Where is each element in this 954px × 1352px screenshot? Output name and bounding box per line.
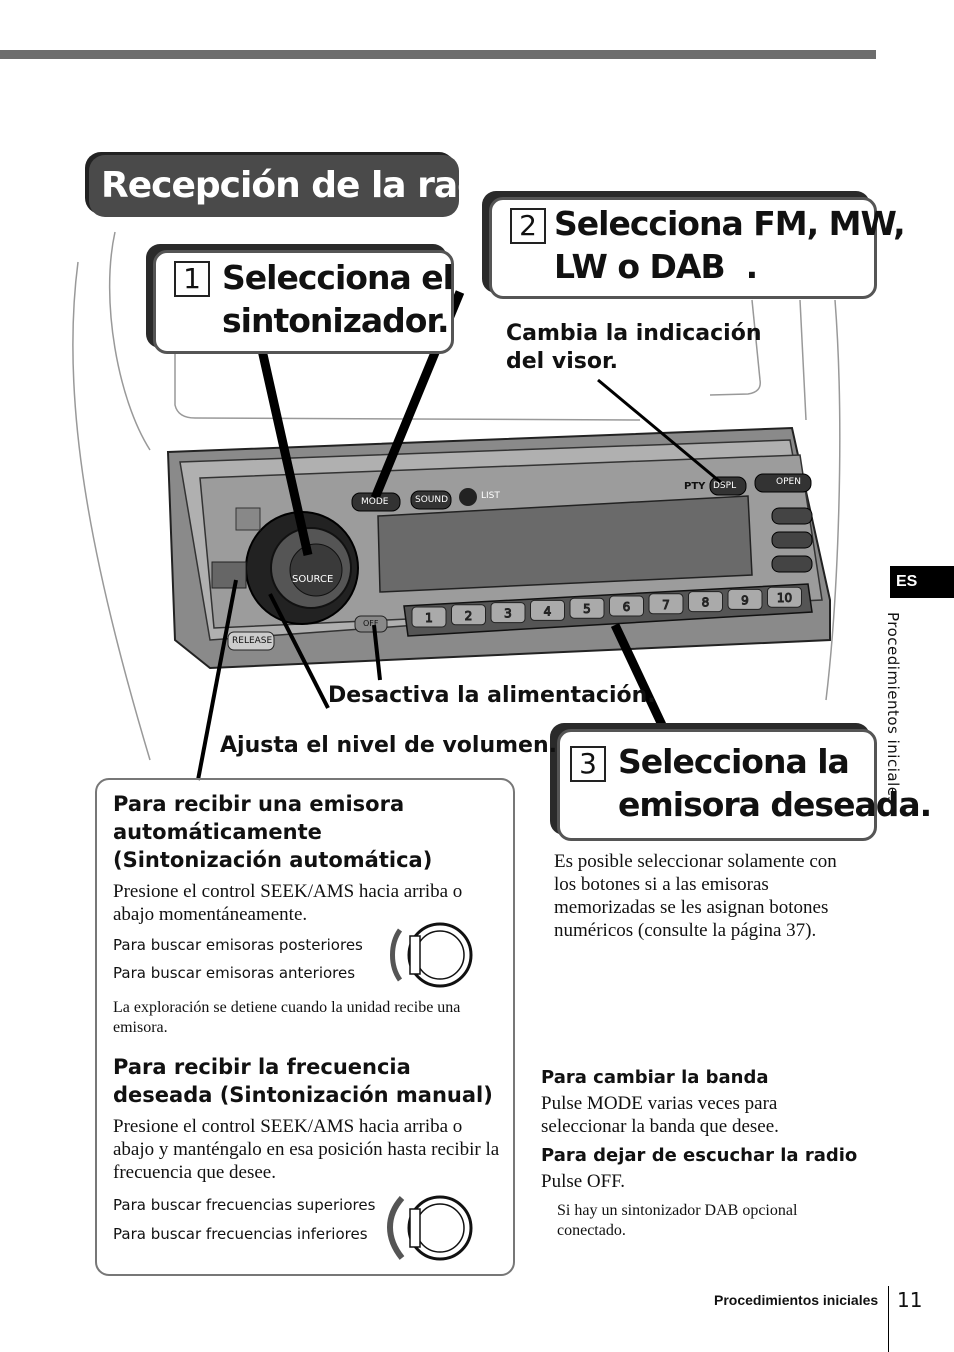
seek-ams-hold-icon — [387, 1195, 473, 1261]
change-band-text: Pulse MODE varias veces para seleccionar… — [541, 1093, 779, 1137]
source-button: SOURCE — [292, 574, 334, 585]
dab-footnote: Si hay un sintonizador DAB opcional cone… — [557, 1202, 798, 1239]
preset-key-label: 9 — [741, 593, 749, 607]
step-2-box: 2 Selecciona FM, MW, LW o DAB . — [489, 197, 906, 299]
page-title: Recepción de la radio — [101, 165, 518, 206]
preset-key-3 — [490, 602, 526, 624]
preset-key-label: 7 — [662, 598, 670, 612]
step-2-text: Selecciona FM, MW, LW o DAB . — [554, 204, 906, 286]
stop-radio-heading: Para dejar de escuchar la radio — [541, 1145, 858, 1166]
preset-key-7 — [648, 593, 684, 615]
footer-divider — [888, 1286, 889, 1352]
display-callout: Cambia la indicación del visor. — [506, 321, 762, 374]
step-3-text: Selecciona la emisora deseada. — [618, 742, 932, 824]
preset-key-label: 4 — [544, 604, 552, 618]
step-3-note: Es posible seleccionar solamente con los… — [554, 851, 837, 941]
step-2-number: 2 — [510, 208, 546, 244]
manual-down-label: Para buscar frecuencias inferiores — [113, 1225, 368, 1243]
list-button-label: LIST — [481, 491, 500, 501]
auto-up-label: Para buscar emisoras posteriores — [113, 936, 363, 954]
preset-key-label: 1 — [425, 611, 433, 625]
step-1-text: Selecciona el sintonizador. — [222, 258, 454, 340]
preset-key-label: 5 — [583, 602, 591, 616]
preset-key-label: 6 — [623, 600, 631, 614]
sound-button: SOUND — [415, 495, 449, 505]
power-off-callout: Desactiva la alimentación. — [328, 683, 656, 708]
preset-key-8 — [688, 591, 723, 613]
preset-key-9 — [727, 588, 763, 610]
preset-key-5 — [569, 597, 605, 619]
preset-key-label: 10 — [777, 591, 792, 605]
preset-key-4 — [530, 599, 565, 621]
preset-key-label: 3 — [504, 607, 512, 621]
manual-up-label: Para buscar frecuencias superiores — [113, 1196, 376, 1214]
dspl-button: DSPL — [713, 481, 737, 491]
manual-tuning-heading: Para recibir la frecuencia deseada (Sint… — [113, 1055, 493, 1107]
footer-section: Procedimientos iniciales — [714, 1292, 879, 1308]
side-section-label-wrap: Procedimientos iniciales — [878, 612, 904, 822]
preset-key-2 — [451, 604, 486, 626]
page-number: 11 — [897, 1288, 923, 1312]
off-button: OFF — [363, 619, 379, 628]
language-tab: ES — [890, 566, 954, 598]
preset-key-label: 2 — [465, 609, 473, 623]
step-1-number: 1 — [174, 261, 210, 297]
pty-label: PTY — [684, 481, 706, 492]
open-button: OPEN — [776, 477, 801, 487]
change-band-heading: Para cambiar la banda — [541, 1067, 769, 1088]
mode-button: MODE — [361, 497, 389, 507]
preset-key-1 — [411, 606, 447, 628]
top-rule — [0, 50, 876, 59]
volume-callout: Ajusta el nivel de volumen. — [220, 733, 557, 758]
stop-radio-text: Pulse OFF. — [541, 1171, 626, 1192]
step-3-box: 3 Selecciona la emisora deseada. — [557, 729, 932, 841]
auto-tuning-heading: Para recibir una emisora automáticamente… — [113, 792, 433, 872]
preset-key-10 — [767, 586, 802, 608]
tuning-info-box — [95, 778, 515, 1276]
step-3-number: 3 — [570, 746, 606, 782]
auto-down-label: Para buscar emisoras anteriores — [113, 964, 356, 982]
manual-tuning-text: Presione el control SEEK/AMS hacia arrib… — [113, 1116, 500, 1183]
page-title-tab: Recepción de la radio — [89, 155, 518, 217]
preset-key-6 — [609, 595, 644, 617]
step-1-box: 1 Selecciona el sintonizador. — [153, 250, 454, 354]
seek-ams-control-icon — [390, 922, 473, 988]
release-button: RELEASE — [232, 636, 273, 646]
auto-tuning-text: Presione el control SEEK/AMS hacia arrib… — [113, 881, 463, 925]
preset-key-label: 8 — [702, 596, 710, 610]
auto-tuning-note: La exploración se detiene cuando la unid… — [113, 999, 461, 1036]
side-section-label: Procedimientos iniciales — [884, 612, 902, 805]
